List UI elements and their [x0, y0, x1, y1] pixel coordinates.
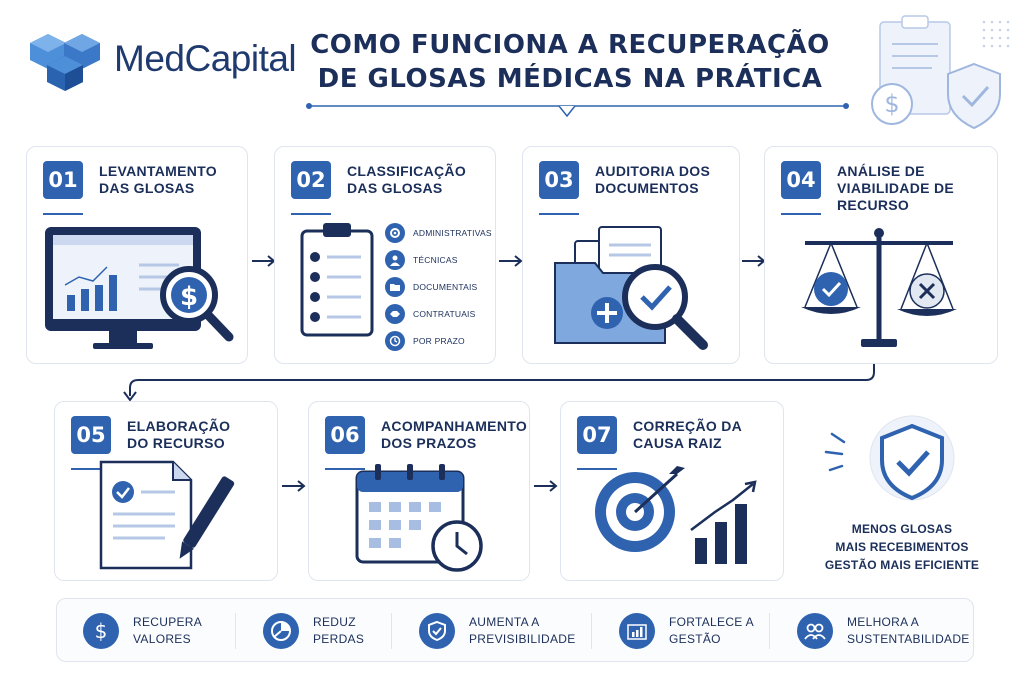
documents-shield-decoration-icon: $	[871, 15, 1010, 130]
step-number: 01	[43, 161, 83, 199]
document-pen-icon	[99, 460, 235, 570]
handshake-icon	[385, 303, 405, 324]
flow-arrow-5	[282, 480, 306, 492]
category-item: CONTRATUAIS	[385, 300, 492, 327]
scale-balance-icon	[801, 228, 957, 347]
svg-text:$: $	[884, 90, 899, 118]
footer-divider	[391, 613, 392, 649]
target-growth-icon	[595, 466, 757, 564]
step-underline	[291, 213, 331, 215]
flow-connector-4-5	[123, 364, 875, 402]
title-line-1: COMO FUNCIONA A RECUPERAÇÃO	[310, 30, 830, 60]
checklist-clipboard-icon	[300, 223, 374, 337]
flow-arrow-6	[534, 480, 558, 492]
category-item: TÉCNICAS	[385, 246, 492, 273]
folder-magnifier-icon	[554, 226, 708, 350]
benefits-summary: MENOS GLOSAS MAIS RECEBIMENTOS GESTÃO MA…	[824, 522, 980, 572]
monitor-magnifier-icon: $	[45, 227, 234, 349]
cubes-logo-icon	[30, 34, 100, 91]
step-underline	[325, 468, 365, 470]
step-number: 06	[325, 416, 365, 454]
dollar-icon: $	[83, 613, 119, 649]
step-number: 07	[577, 416, 617, 454]
brand-name: MedCapital	[114, 38, 297, 79]
footer-divider	[235, 613, 236, 649]
pie-chart-icon	[263, 613, 299, 649]
gear-icon	[385, 222, 405, 243]
category-item: ADMINISTRATIVAS	[385, 219, 492, 246]
step-underline	[539, 213, 579, 215]
folder-icon	[385, 276, 405, 297]
step-number: 04	[781, 161, 821, 199]
footer-divider	[769, 613, 770, 649]
step-number: 05	[71, 416, 111, 454]
category-item: POR PRAZO	[385, 327, 492, 354]
svg-text:$: $	[95, 620, 108, 642]
flow-arrow-2	[499, 255, 523, 267]
bar-chart-icon	[619, 613, 655, 649]
shield-icon	[419, 613, 455, 649]
title-line-2: DE GLOSAS MÉDICAS NA PRÁTICA	[317, 64, 823, 94]
brand-logo: MedCapital	[30, 30, 320, 92]
step-underline	[43, 213, 83, 215]
step-underline	[781, 213, 821, 215]
step-number: 03	[539, 161, 579, 199]
people-icon	[797, 613, 833, 649]
category-list: ADMINISTRATIVAS TÉCNICAS DOCUMENTAIS CON…	[385, 219, 492, 354]
category-item: DOCUMENTAIS	[385, 273, 492, 300]
page-title: COMO FUNCIONA A RECUPERAÇÃO DE GLOSAS MÉ…	[300, 28, 840, 96]
doctor-icon	[385, 249, 405, 270]
clock-icon	[385, 330, 405, 351]
title-underline	[306, 103, 849, 118]
calendar-clock-icon	[355, 464, 483, 572]
shield-check-icon	[824, 415, 955, 501]
step-underline	[577, 468, 617, 470]
step-underline	[71, 468, 111, 470]
svg-text:$: $	[180, 282, 198, 312]
footer-divider	[591, 613, 592, 649]
step-number: 02	[291, 161, 331, 199]
